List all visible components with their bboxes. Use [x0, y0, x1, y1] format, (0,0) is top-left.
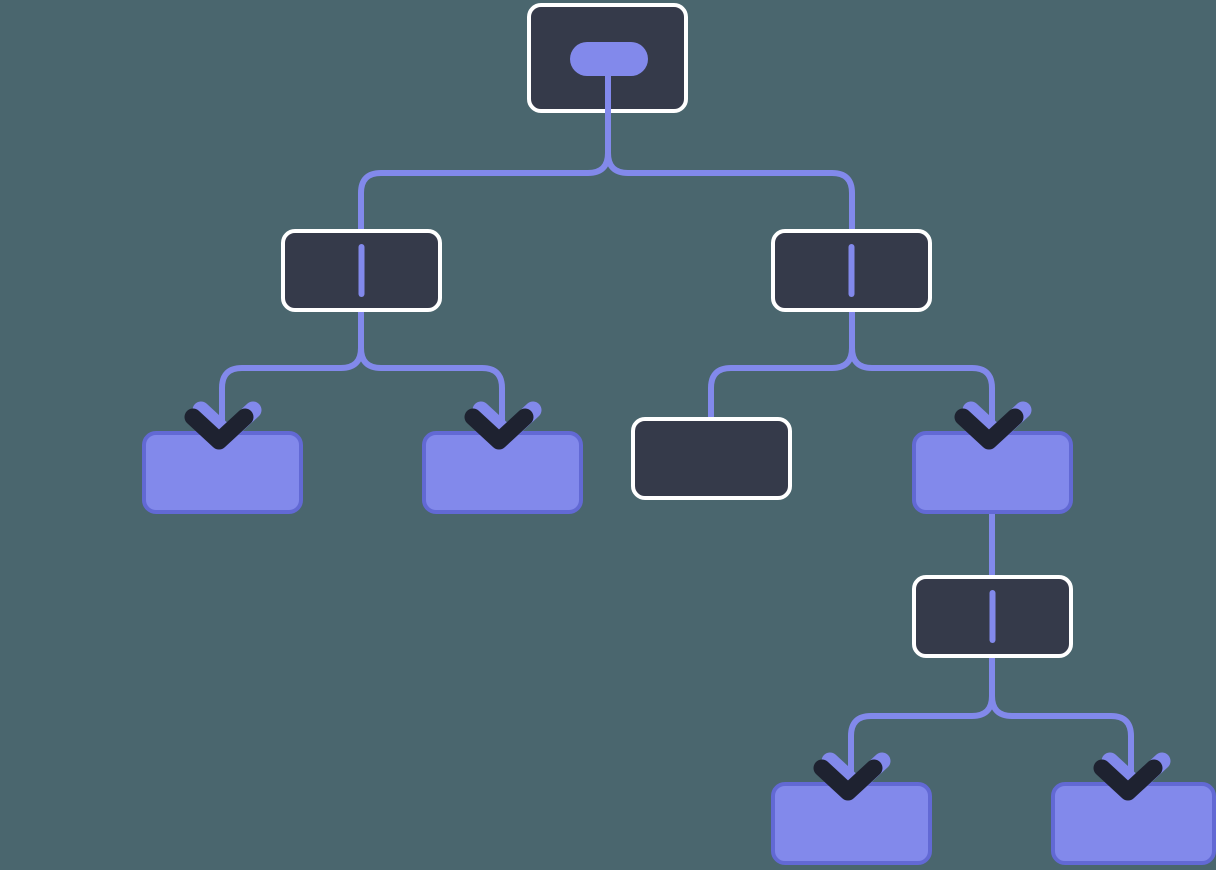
arrowheads-group [184, 401, 1171, 801]
edge-n0-n2 [605, 75, 855, 229]
node-n2-branch[interactable] [771, 229, 932, 312]
arrowhead-n4 [464, 401, 542, 450]
arrowhead-n6 [954, 401, 1032, 450]
root-pill-badge[interactable] [570, 42, 648, 76]
edge-n1-n4 [358, 260, 505, 431]
arrowhead-shadow-chevron-icon [184, 408, 254, 450]
edge-n2-n6 [849, 260, 995, 431]
edge-n7-n9 [989, 606, 1134, 782]
arrowhead-n8 [813, 752, 891, 801]
nodes-group [142, 3, 1216, 865]
arrowhead-shadow-chevron-icon [1093, 759, 1163, 801]
node-n1-branch[interactable] [281, 229, 442, 312]
node-body[interactable] [631, 417, 792, 500]
arrowhead-n9 [1093, 752, 1171, 801]
arrowhead-shadow-chevron-icon [464, 408, 534, 450]
arrowhead-shadow-chevron-icon [813, 759, 883, 801]
arrowhead-n3 [184, 401, 262, 450]
edges-group [219, 75, 1134, 782]
node-n5-leaf[interactable] [631, 417, 792, 500]
node-n7-branch[interactable] [912, 575, 1073, 658]
node-n0-root[interactable] [527, 3, 688, 113]
arrowhead-shadow-chevron-icon [954, 408, 1024, 450]
